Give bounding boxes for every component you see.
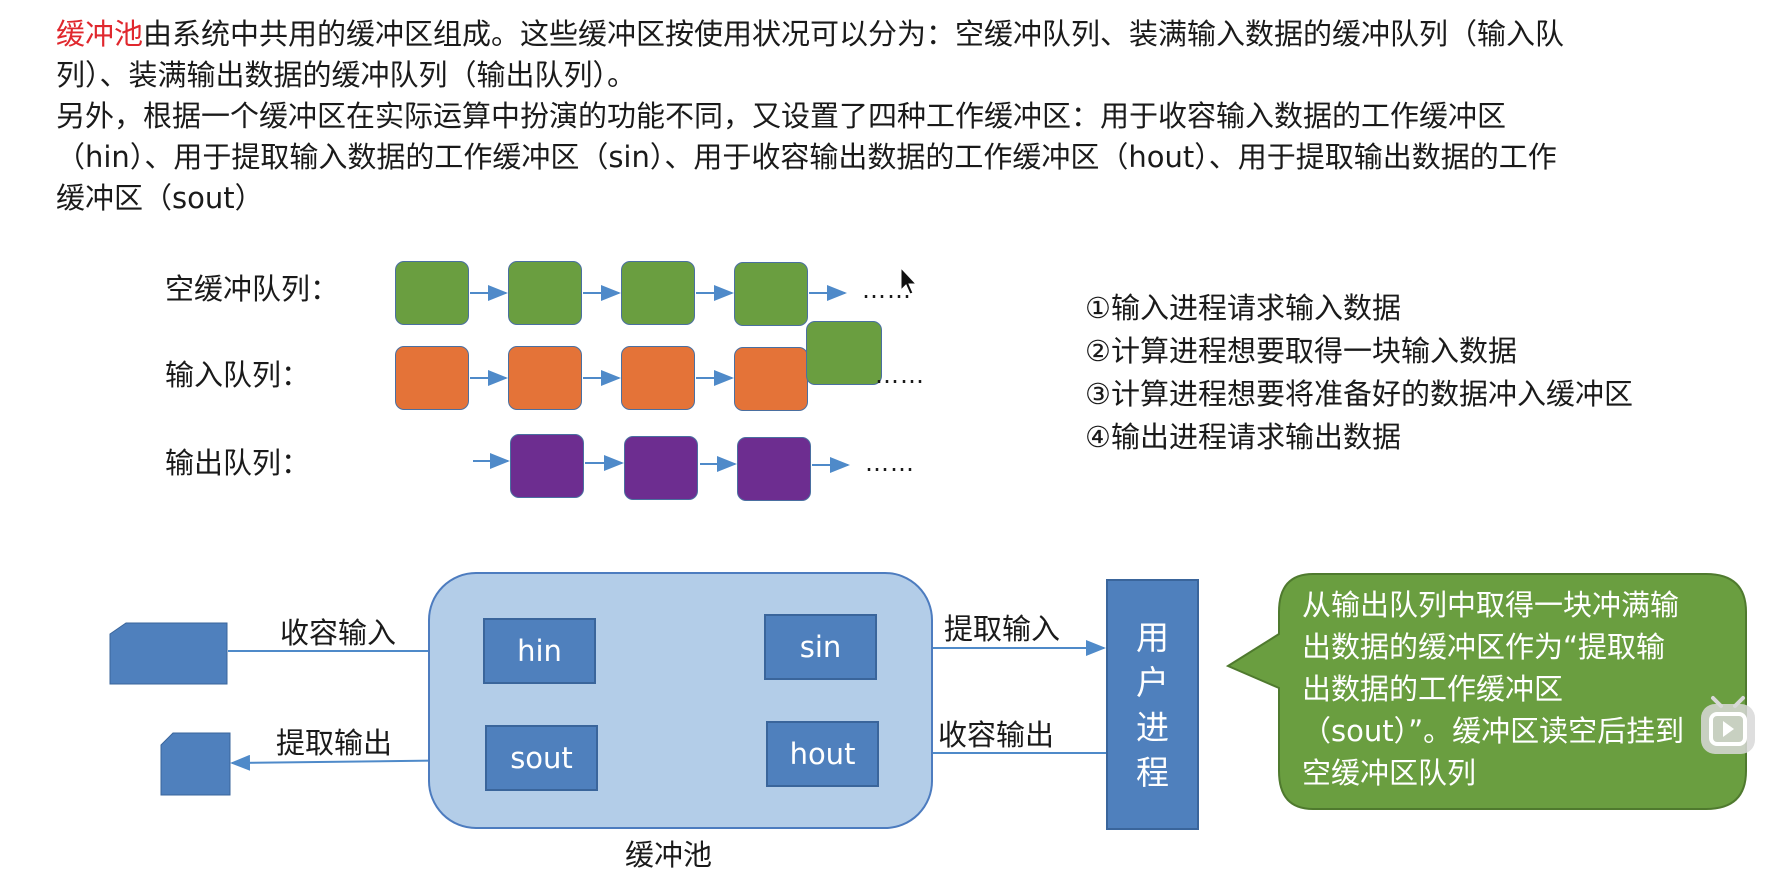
output-queue-label: 输出队列： [165,446,311,480]
empty-buffer-block [395,261,469,325]
step-item: ③计算进程想要将准备好的数据冲入缓冲区 [1085,377,1633,411]
output-device-shape [160,732,231,796]
input-device-shape [109,622,228,685]
empty-buffer-block [508,261,582,325]
intro-text: 缓冲池由系统中共用的缓冲区组成。这些缓冲区按使用状况可以分为：空缓冲队列、装满输… [56,14,1576,219]
user-process-block: 用户进程 [1106,579,1199,830]
collect-output-label: 收容输出 [938,718,1055,752]
intro-line1-text: 由系统中共用的缓冲区组成。这些缓冲区按使用状况可以分为：空缓冲队列、装满输入数据… [56,17,1565,92]
buffer-pool-term: 缓冲池 [56,17,144,51]
input-queue-ellipsis: …… [875,361,925,389]
step-item: ①输入进程请求输入数据 [1085,291,1401,325]
step-item: ④输出进程请求输出数据 [1085,420,1401,454]
input-buffer-block [621,346,695,410]
empty-buffer-block [621,261,695,325]
input-queue-label: 输入队列： [165,358,311,392]
callout-bubble [1225,573,1747,810]
step-list: ①输入进程请求输入数据 ②计算进程想要取得一块输入数据 ③计算进程想要将准备好的… [1085,287,1633,459]
output-buffer-block [737,437,811,501]
empty-buffer-block [734,262,808,326]
output-buffer-block [510,434,584,498]
empty-queue-label: 空缓冲队列： [165,272,340,306]
output-buffer-block [624,436,698,500]
buffer-pool-caption: 缓冲池 [625,838,713,872]
mouse-cursor-icon [900,266,918,295]
user-process-label: 用户进程 [1135,617,1169,792]
collect-input-label: 收容输入 [280,616,397,650]
intro-paragraph-2: 另外，根据一个缓冲区在实际运算中扮演的功能不同，又设置了四种工作缓冲区：用于收容… [56,99,1557,215]
extract-input-label: 提取输入 [944,612,1061,646]
input-buffer-block [508,346,582,410]
empty-queue-ellipsis: …… [862,276,912,304]
sin-buffer: sin [764,614,877,680]
output-queue-ellipsis: …… [865,449,915,477]
play-icon[interactable] [1697,694,1759,760]
intro-paragraph-1: 缓冲池由系统中共用的缓冲区组成。这些缓冲区按使用状况可以分为：空缓冲队列、装满输… [56,14,1576,96]
input-buffer-block [395,346,469,410]
hout-buffer: hout [766,721,879,787]
extract-output-label: 提取输出 [276,726,393,760]
step-item: ②计算进程想要取得一块输入数据 [1085,334,1517,368]
sout-buffer: sout [485,725,598,791]
moving-empty-buffer-block [806,321,882,385]
hin-buffer: hin [483,618,596,684]
input-buffer-block [734,347,808,411]
callout-text: 从输出队列中取得一块冲满输出数据的缓冲区作为“提取输出数据的工作缓冲区（sout… [1302,588,1685,790]
